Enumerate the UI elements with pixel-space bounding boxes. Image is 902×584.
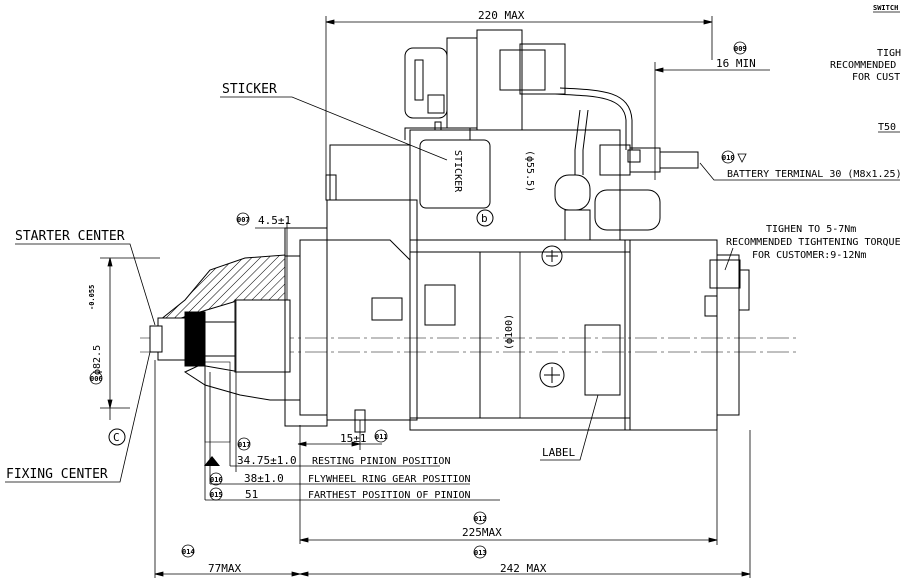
dia-55-label: (ϕ55.5) <box>524 150 535 192</box>
balloon-016: 016 <box>209 472 223 486</box>
drive-end-flange <box>284 227 328 427</box>
farthest-pinion-label: FARTHEST POSITION OF PINION <box>308 490 471 501</box>
label-plate <box>584 324 621 396</box>
svg-text:015: 015 <box>210 491 223 499</box>
balloon-009: 009 <box>733 41 747 55</box>
svg-text:010: 010 <box>722 154 735 162</box>
svg-text:013: 013 <box>474 549 487 557</box>
resting-pinion-label: RESTING PINION POSITION <box>312 456 450 467</box>
balloon-012: 012 <box>473 511 487 525</box>
leader-lines <box>5 96 900 483</box>
dim-220-max <box>325 16 713 200</box>
cable-harness <box>554 87 641 175</box>
starter-center-label: STARTER CENTER <box>15 229 125 244</box>
svg-text:016: 016 <box>210 476 223 484</box>
pinion-gear <box>149 299 291 373</box>
dim-51-label: 51 <box>245 488 258 501</box>
balloon-014: 014 <box>181 544 195 558</box>
tighten-line-3: FOR CUSTOMER:9-12Nm <box>752 250 866 261</box>
label-callout: LABEL <box>542 446 575 459</box>
sticker-callout: STICKER <box>222 82 277 97</box>
balloon-015: 015 <box>209 487 223 501</box>
dim-34.75-label: 34.75±1.0 <box>237 454 297 467</box>
top-right-line-2: RECOMMENDED <box>830 60 896 71</box>
connector-plug <box>404 29 566 131</box>
dia-82-dim <box>100 257 160 420</box>
svg-text:006: 006 <box>90 375 103 383</box>
balloon-010: 010 <box>721 150 747 164</box>
dia-100-label: (ϕ100) <box>504 314 515 350</box>
dim-4.5-label: 4.5±1 <box>258 214 291 227</box>
balloon-006: 006 <box>89 371 103 385</box>
battery-terminal-label: BATTERY TERMINAL 30 (M8x1.25) <box>727 169 902 180</box>
screw-middle <box>539 362 565 388</box>
svg-text:012: 012 <box>474 515 487 523</box>
dim-242-label: 242 MAX <box>500 562 547 575</box>
dim-16-label: 16 MIN <box>716 57 756 70</box>
dia-82-label: ϕ82.5 <box>92 345 103 375</box>
balloon-011: 011 <box>374 429 388 443</box>
dim-16-min <box>654 62 770 180</box>
dim-225-label: 225MAX <box>462 526 502 539</box>
dim-77-label: 77MAX <box>208 562 241 575</box>
dim-15-label: 15±1 <box>340 432 367 445</box>
svg-text:009: 009 <box>734 45 747 53</box>
screw-top <box>541 245 563 267</box>
dim-220-label: 220 MAX <box>478 9 525 22</box>
b-marker-label: b <box>481 212 488 225</box>
c-marker-label: C <box>113 431 120 444</box>
t50-label: T50 <box>878 122 896 133</box>
top-right-line-1: TIGH <box>877 48 901 59</box>
dim-38-label: 38±1.0 <box>244 472 284 485</box>
svg-text:014: 014 <box>182 548 195 556</box>
gear-housing <box>326 199 418 433</box>
svg-text:011: 011 <box>375 433 388 441</box>
svg-text:007: 007 <box>237 216 250 224</box>
tighten-line-1: TIGHEN TO 5-7Nm <box>766 224 856 235</box>
top-right-line-3: FOR CUST <box>852 72 900 83</box>
svg-text:017: 017 <box>238 441 251 449</box>
balloon-013: 013 <box>473 545 487 559</box>
c-marker-circle <box>108 428 126 446</box>
battery-terminal <box>554 144 699 241</box>
sticker-body-label: STICKER <box>452 150 463 193</box>
commutator-end-cover <box>624 239 750 431</box>
b-marker-circle <box>476 209 494 227</box>
tighten-line-2: RECOMMENDED TIGHTENING TORQUE <box>726 237 901 248</box>
fixing-center-label: FIXING CENTER <box>6 467 108 482</box>
balloon-017: 017 <box>237 437 251 451</box>
switch-label: SWITCH <box>873 4 898 12</box>
pinion-travel-box <box>204 361 231 443</box>
critical-triangle <box>204 456 220 466</box>
balloon-007: 007 <box>236 212 250 226</box>
flywheel-ring-label: FLYWHEEL RING GEAR POSITION <box>308 474 471 485</box>
dim-4.5 <box>255 222 325 300</box>
dia-82-tol: -0.055 <box>88 285 96 310</box>
